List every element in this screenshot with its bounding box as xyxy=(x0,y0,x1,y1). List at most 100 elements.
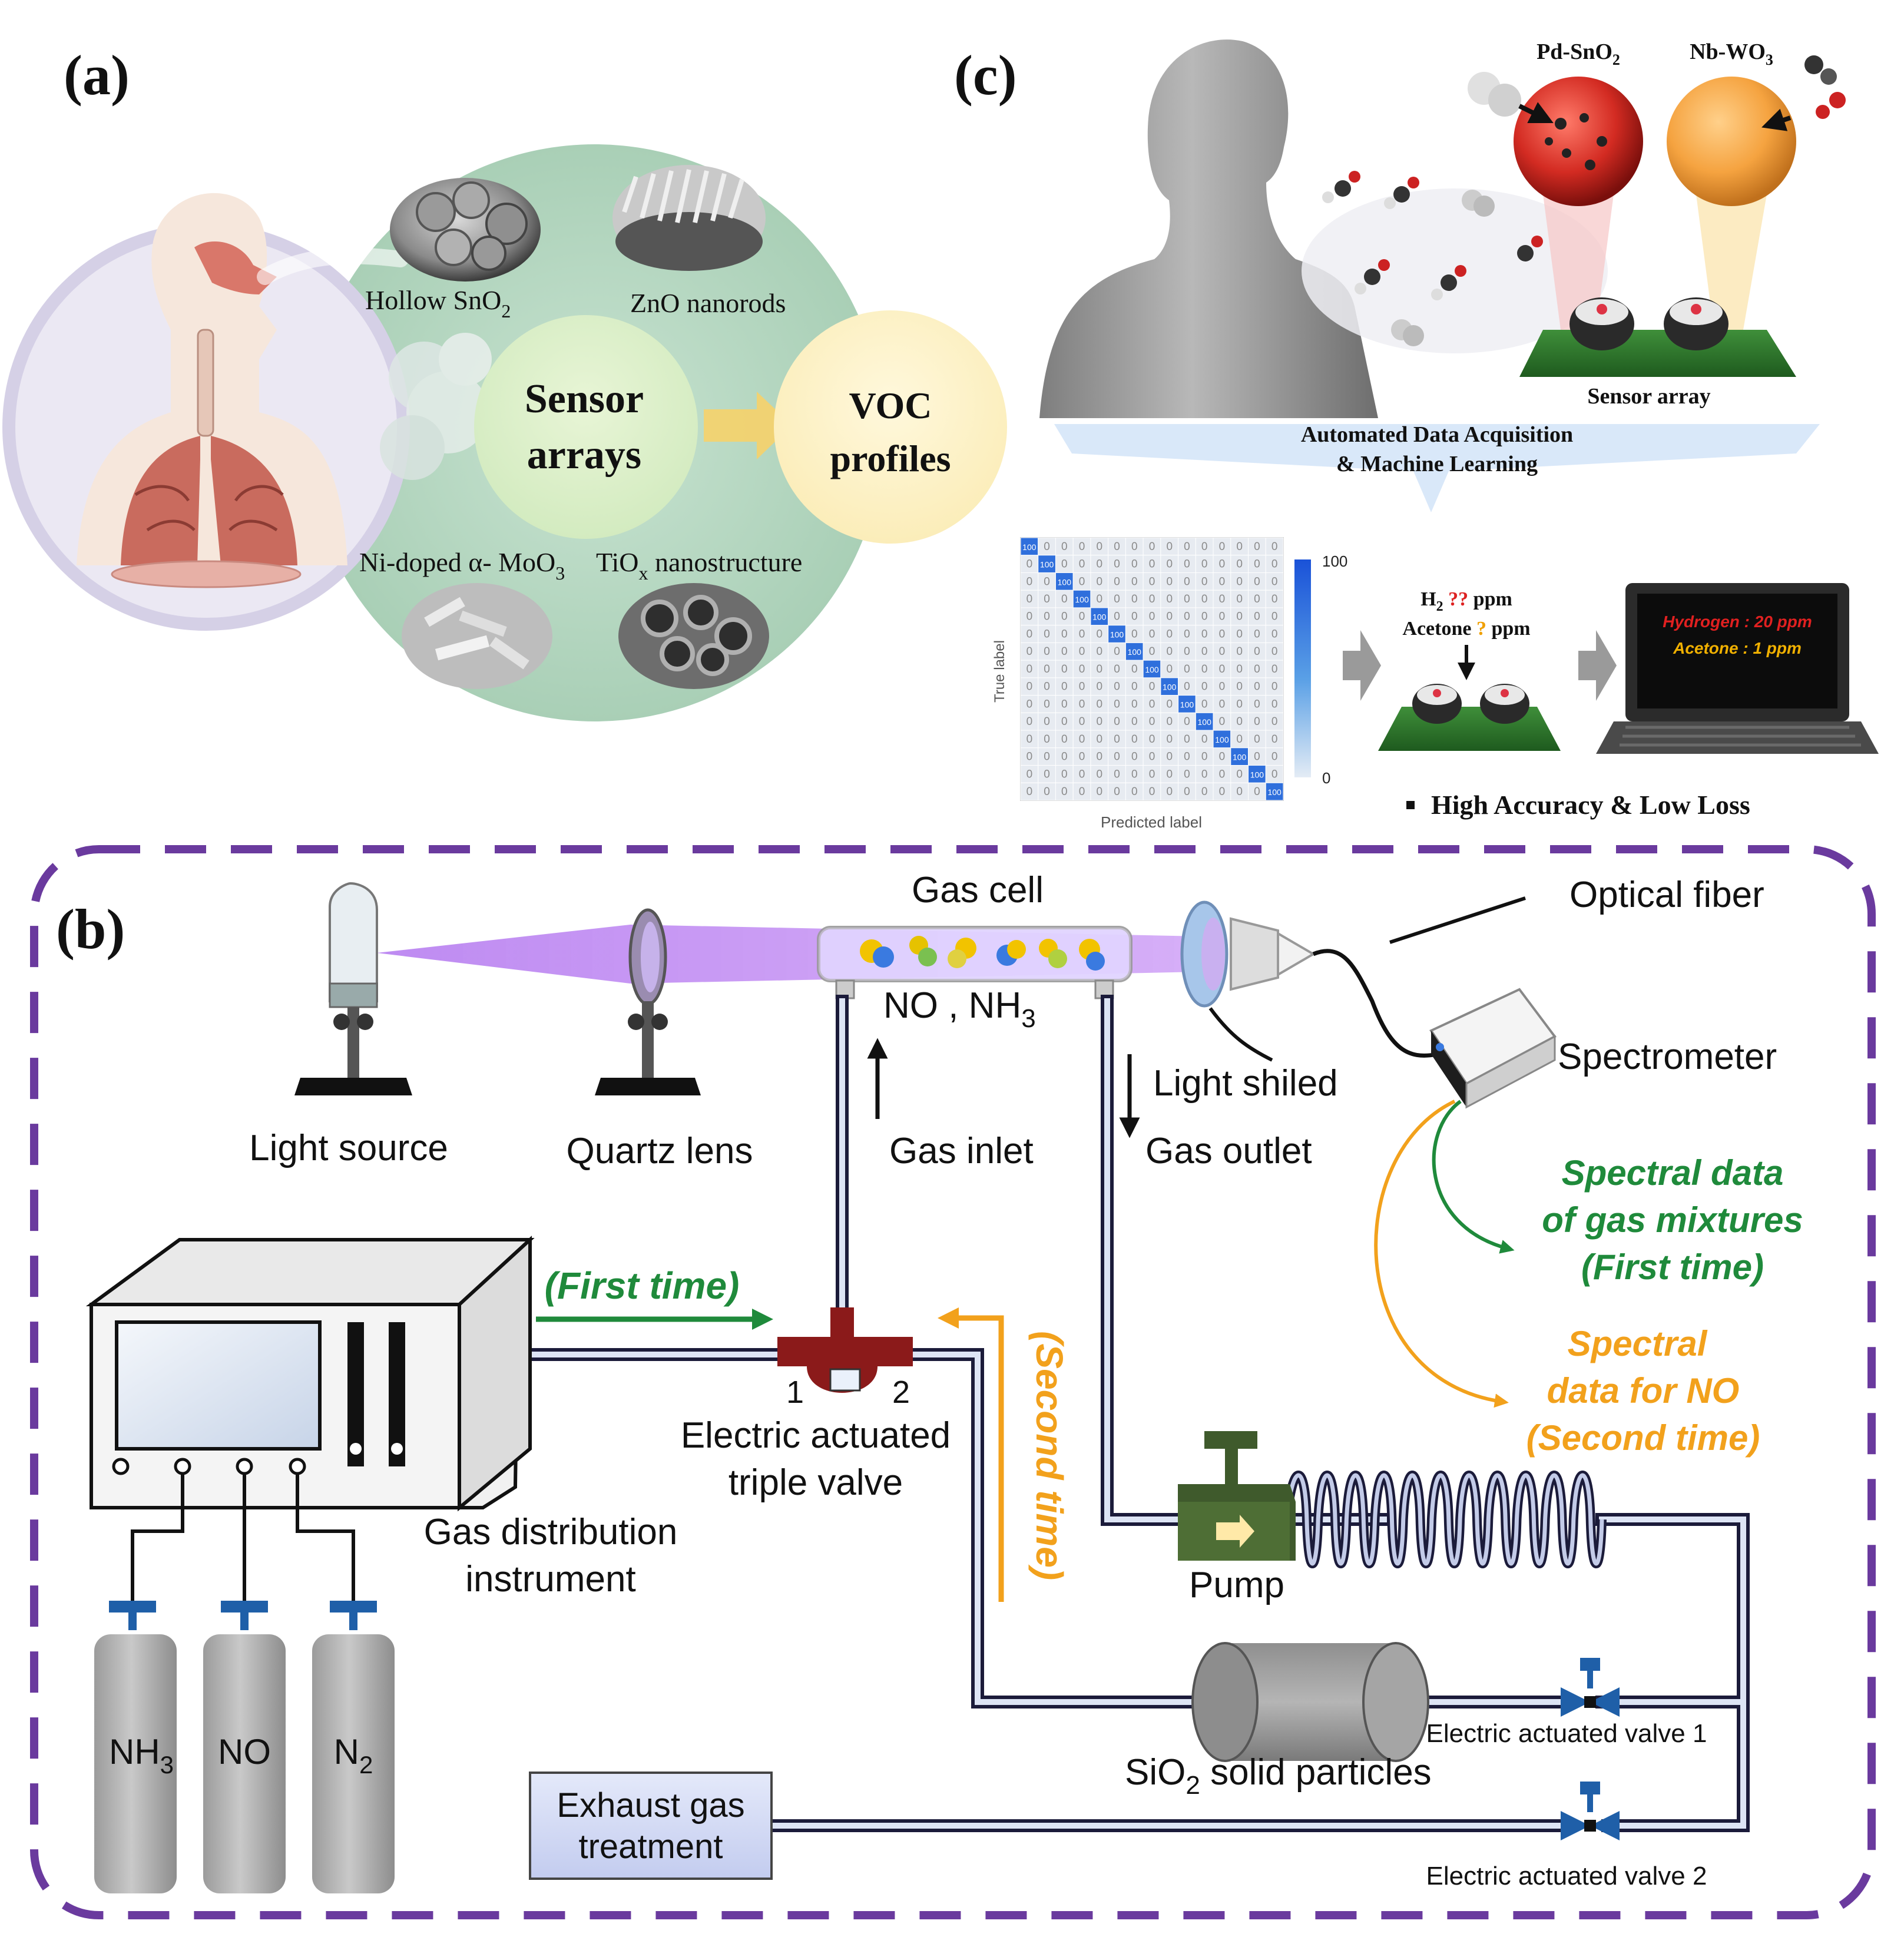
exhaust-gas-treatment-box xyxy=(529,1772,773,1880)
label-true-label: True label xyxy=(992,640,1008,703)
matrix-cell xyxy=(1178,660,1196,678)
human-bust xyxy=(1039,39,1378,419)
label-valve-port-1: 1 xyxy=(786,1375,804,1410)
matrix-cell xyxy=(1213,765,1231,783)
matrix-offdiag-value: 0 xyxy=(1271,751,1278,763)
matrix-cell xyxy=(1038,660,1056,678)
label-spectrometer: Spectrometer xyxy=(1558,1037,1777,1077)
matrix-offdiag-value: 0 xyxy=(1254,575,1260,588)
laptop xyxy=(1596,583,1879,754)
matrix-cell xyxy=(1143,555,1161,573)
matrix-offdiag-value: 0 xyxy=(1079,716,1085,728)
matrix-offdiag-value: 0 xyxy=(1166,558,1173,571)
matrix-offdiag-value: 0 xyxy=(1097,541,1103,553)
matrix-offdiag-value: 0 xyxy=(1184,733,1190,746)
matrix-cell xyxy=(1038,730,1056,749)
quartz-lens xyxy=(595,908,701,1095)
matrix-offdiag-value: 0 xyxy=(1114,716,1120,728)
label-high-accuracy: High Accuracy & Low Loss xyxy=(1431,790,1750,820)
matrix-offdiag-value: 0 xyxy=(1254,698,1260,710)
matrix-offdiag-value: 0 xyxy=(1061,558,1068,571)
matrix-offdiag-value: 0 xyxy=(1219,751,1226,763)
matrix-offdiag-value: 0 xyxy=(1026,628,1033,640)
sem-tiox-nanostructure xyxy=(618,583,769,689)
matrix-offdiag-value: 0 xyxy=(1114,541,1120,553)
matrix-diagonal-value: 100 xyxy=(1215,735,1229,744)
matrix-offdiag-value: 0 xyxy=(1219,716,1226,728)
matrix-offdiag-value: 0 xyxy=(1184,681,1190,693)
matrix-cell xyxy=(1072,747,1091,766)
matrix-offdiag-value: 0 xyxy=(1149,786,1155,798)
matrix-cell xyxy=(1038,642,1056,661)
matrix-cell xyxy=(1195,642,1214,661)
label-cylinder-n2: N2 xyxy=(334,1732,373,1779)
matrix-offdiag-value: 0 xyxy=(1061,593,1068,605)
matrix-offdiag-value: 0 xyxy=(1061,541,1068,553)
matrix-cell xyxy=(1265,590,1284,608)
label-gas-inlet: Gas inlet xyxy=(889,1131,1034,1171)
matrix-cell xyxy=(1248,555,1266,573)
matrix-offdiag-value: 0 xyxy=(1236,716,1243,728)
laptop-acetone-reading: Acetone : 1 ppm xyxy=(1673,639,1802,657)
label-nb-wo3: Nb-WO3 xyxy=(1690,39,1773,68)
matrix-offdiag-value: 0 xyxy=(1044,575,1050,588)
matrix-offdiag-value: 0 xyxy=(1236,541,1243,553)
matrix-cell xyxy=(1178,747,1196,766)
matrix-cell xyxy=(1020,765,1039,783)
matrix-cell xyxy=(1125,782,1144,801)
matrix-cell xyxy=(1230,607,1249,626)
matrix-offdiag-value: 0 xyxy=(1254,663,1260,676)
matrix-offdiag-value: 0 xyxy=(1097,593,1103,605)
matrix-offdiag-value: 0 xyxy=(1114,575,1120,588)
breath-molecules xyxy=(1302,171,1608,353)
matrix-cell xyxy=(1265,765,1284,783)
matrix-offdiag-value: 0 xyxy=(1184,593,1190,605)
matrix-offdiag-value: 0 xyxy=(1131,681,1138,693)
matrix-diagonal-value: 100 xyxy=(1233,753,1247,762)
matrix-cell xyxy=(1178,590,1196,608)
label-valve-2: Electric actuated valve 2 xyxy=(1426,1862,1707,1890)
matrix-offdiag-value: 0 xyxy=(1079,751,1085,763)
matrix-cell xyxy=(1108,660,1126,678)
light-source xyxy=(294,882,412,1095)
matrix-offdiag-value: 0 xyxy=(1254,541,1260,553)
label-spectral-orange-2: data for NO xyxy=(1547,1371,1740,1410)
laptop-hydrogen-reading: Hydrogen : 20 ppm xyxy=(1663,612,1812,631)
matrix-cell xyxy=(1125,642,1144,661)
matrix-cell xyxy=(1125,712,1144,731)
matrix-cell xyxy=(1160,677,1179,696)
matrix-offdiag-value: 0 xyxy=(1061,768,1068,780)
label-gas-distribution-1: Gas distribution xyxy=(424,1512,678,1552)
matrix-diagonal-value: 100 xyxy=(1092,612,1107,622)
label-cylinder-nh3: NH3 xyxy=(109,1732,174,1779)
matrix-cell xyxy=(1248,590,1266,608)
spectrometer xyxy=(1429,988,1557,1109)
matrix-offdiag-value: 0 xyxy=(1097,645,1103,658)
matrix-diagonal-value: 100 xyxy=(1163,683,1177,692)
matrix-cell xyxy=(1020,677,1039,696)
matrix-offdiag-value: 0 xyxy=(1254,733,1260,746)
matrix-offdiag-value: 0 xyxy=(1097,733,1103,746)
sensor-arrays-line1: Sensor xyxy=(525,376,644,422)
label-exhaust-1: Exhaust gas xyxy=(557,1786,744,1825)
matrix-cell xyxy=(1125,747,1144,766)
colorbar xyxy=(1294,559,1311,777)
matrix-cell xyxy=(1230,677,1249,696)
matrix-offdiag-value: 0 xyxy=(1254,786,1260,798)
label-spectral-orange-1: Spectral xyxy=(1568,1324,1708,1363)
matrix-offdiag-value: 0 xyxy=(1271,628,1278,640)
label-no-nh3: NO , NH3 xyxy=(883,985,1036,1033)
matrix-cell xyxy=(1213,695,1231,713)
matrix-cell xyxy=(1213,607,1231,626)
matrix-offdiag-value: 0 xyxy=(1131,751,1138,763)
colorbar-max-label: 100 xyxy=(1322,552,1347,570)
matrix-cell xyxy=(1230,730,1249,749)
coil-tube-inner xyxy=(1284,1473,1604,1566)
panel-a: (a) Ho xyxy=(2,44,1007,721)
matrix-cell xyxy=(1160,590,1179,608)
matrix-offdiag-value: 0 xyxy=(1271,575,1278,588)
label-valve-1: Electric actuated valve 1 xyxy=(1426,1719,1707,1748)
matrix-offdiag-value: 0 xyxy=(1236,645,1243,658)
matrix-cell xyxy=(1230,660,1249,678)
matrix-offdiag-value: 0 xyxy=(1149,768,1155,780)
